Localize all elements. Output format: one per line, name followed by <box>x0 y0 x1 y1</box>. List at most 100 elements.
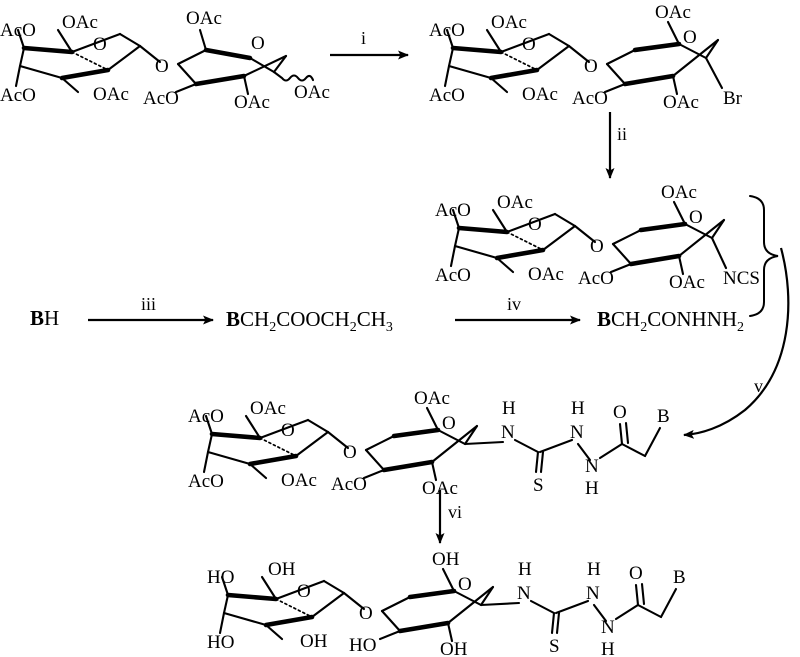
bond-to-bromine <box>704 56 724 90</box>
step-label-v: v <box>754 376 763 396</box>
pyranose-ring-right <box>176 47 288 87</box>
label-b-group: B <box>673 567 686 588</box>
label-aco: AcO <box>435 200 471 221</box>
label-h: H <box>601 639 615 657</box>
label-ring-oxygen: O <box>251 33 265 54</box>
reaction-arrow-ii: ii <box>605 112 627 179</box>
wavy-anomeric-bond <box>272 70 315 82</box>
reaction-arrow-i: i <box>330 28 409 60</box>
label-oh: OH <box>432 549 460 570</box>
formula-B: B <box>30 306 44 330</box>
bond-anomeric-to-N <box>463 440 505 446</box>
bond-N-to-C <box>513 438 540 454</box>
label-oac-anomeric: OAc <box>294 82 330 103</box>
label-oac: OAc <box>528 264 564 285</box>
step-label-iii: iii <box>141 294 156 314</box>
label-glycosidic-oxygen: O <box>359 603 373 624</box>
label-oac: OAc <box>186 8 222 29</box>
label-h: H <box>571 398 585 419</box>
label-isothiocyanate: NCS <box>723 268 760 289</box>
molecule-deacetylated-thiosemicarbazide: HO OH HO OH O O OH HO OH O <box>207 549 686 657</box>
bond-glycosidic-left <box>138 44 162 64</box>
label-carbonyl-oxygen: O <box>613 402 627 423</box>
bond-to-oac-c3r <box>242 74 250 96</box>
molecule-acetylated-thiosemicarbazide: AcO OAc AcO OAc O O OAc AcO OAc O <box>188 388 670 499</box>
label-n: N <box>517 583 531 604</box>
label-oac: OAc <box>669 272 705 293</box>
label-ring-oxygen: O <box>689 207 703 228</box>
label-b-group: B <box>657 406 670 427</box>
step-label-ii: ii <box>617 124 627 144</box>
label-s: S <box>533 475 544 496</box>
label-oac: OAc <box>422 478 458 499</box>
label-ring-oxygen: O <box>93 34 107 55</box>
thiosemicarbazide-linker: H N S H N N H O B <box>463 398 670 499</box>
label-oac: OAc <box>491 12 527 33</box>
label-oac: OAc <box>522 84 558 105</box>
pyranose-ring-left <box>206 418 330 467</box>
label-ho: HO <box>349 635 376 656</box>
reaction-arrow-v: v <box>683 247 790 439</box>
bond-C-to-S-a <box>534 450 540 474</box>
pyranose-ring-right <box>605 38 720 87</box>
label-ring-oxygen: O <box>528 214 542 235</box>
formula-ethyl-ester: BCH2COOCH2CH3 <box>226 307 393 335</box>
thiosemicarbazide-linker: H N S H N N H O B <box>479 559 686 657</box>
label-glycosidic-oxygen: O <box>584 56 598 77</box>
molecule-lactosyl-isothiocyanate: AcO OAc AcO OAc O O OAc AcO OAc O NCS <box>435 182 760 293</box>
label-glycosidic-oxygen: O <box>155 56 169 77</box>
reaction-arrow-iii: iii <box>88 294 214 325</box>
label-aco: AcO <box>188 406 224 427</box>
bond-N3-to-CO <box>598 442 624 460</box>
label-aco: AcO <box>429 85 465 106</box>
label-aco: AcO <box>572 88 608 109</box>
label-oac: OAc <box>655 2 691 23</box>
grouping-brace <box>749 195 779 317</box>
label-h: H <box>502 398 516 419</box>
step-label-vi: vi <box>448 502 462 522</box>
bond-to-oac-c2l <box>60 76 80 94</box>
label-n: N <box>501 422 515 443</box>
label-ho: HO <box>207 567 234 588</box>
pyranose-ring-left <box>447 32 571 81</box>
pyranose-ring-left <box>453 212 577 261</box>
label-ring-oxygen: O <box>522 34 536 55</box>
label-ring-oxygen: O <box>297 581 311 602</box>
bond-CO-double-a <box>618 422 624 446</box>
bond-N2-to-N3 <box>576 442 592 462</box>
row-linear-formulas: BH iii BCH2COOCH2CH3 iv BCH2CONHNH2 <box>30 294 744 335</box>
label-oac: OAc <box>281 470 317 491</box>
bond-to-oac-c6l <box>56 28 74 54</box>
molecule-acetobromolactose: AcO OAc AcO OAc O O OAc AcO OAc O Br <box>429 2 743 113</box>
label-oac: OAc <box>62 12 98 33</box>
label-oh: OH <box>268 559 296 580</box>
molecule-peracetyl-lactose: AcO OAc AcO OAc O O OAc AcO OAc O OAc <box>0 8 330 113</box>
pyranose-ring-left <box>18 32 142 81</box>
label-h: H <box>518 559 532 580</box>
formula-BH: BH <box>30 306 59 330</box>
pyranose-ring-right <box>611 218 726 267</box>
label-aco: AcO <box>188 471 224 492</box>
label-n: N <box>570 422 584 443</box>
label-oh: OH <box>440 639 468 657</box>
label-n: N <box>586 583 600 604</box>
label-s: S <box>549 636 560 657</box>
bond-to-isothiocyanate <box>710 236 728 270</box>
pyranose-ring-left <box>222 579 346 628</box>
reaction-arrow-iv: iv <box>455 294 581 325</box>
bond-to-aco-c4r <box>174 82 198 94</box>
label-n: N <box>585 456 599 477</box>
pyranose-ring-right <box>380 585 495 634</box>
pyranose-ring-right <box>364 424 479 473</box>
label-aco: AcO <box>0 20 36 41</box>
label-aco: AcO <box>435 265 471 286</box>
label-ring-oxygen: O <box>683 27 697 48</box>
label-aco: AcO <box>578 268 614 289</box>
label-oac: OAc <box>497 192 533 213</box>
label-aco: AcO <box>0 85 36 106</box>
label-aco: AcO <box>429 20 465 41</box>
bond-to-aco-c3l <box>14 64 22 88</box>
bond-to-oac-c6r <box>198 28 208 52</box>
label-ring-oxygen: O <box>458 574 472 595</box>
